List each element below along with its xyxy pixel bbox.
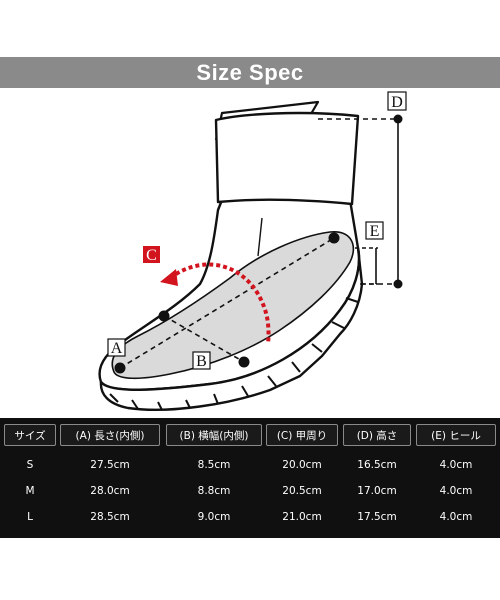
measure-line-b: [163, 315, 245, 363]
cell-size: S: [26, 459, 34, 471]
cell-heel: 4.0cm: [439, 485, 473, 497]
cell-height: 17.0cm: [357, 485, 397, 497]
header-width: (B) 横幅(内側): [166, 424, 262, 446]
boot-measurement-diagram: A B C D E: [98, 91, 407, 411]
header-height: (D) 高さ: [343, 424, 411, 446]
label-c: C: [146, 247, 157, 264]
size-spec-banner: Size Spec: [0, 57, 500, 88]
arc-c-arrowhead: [160, 269, 178, 286]
header-length: (A) 長さ(内側): [60, 424, 160, 446]
label-b: B: [196, 353, 207, 370]
boot-sole-lugs: [109, 297, 359, 411]
measure-a-start-dot: [114, 362, 126, 374]
label-d: D: [391, 94, 403, 111]
cell-instep: 20.5cm: [282, 485, 322, 497]
boot-side-seam: [257, 217, 263, 257]
cell-instep: 21.0cm: [282, 511, 322, 523]
label-c-box: [143, 246, 160, 263]
measure-d-top-dot: [393, 114, 403, 124]
cell-height: 16.5cm: [357, 459, 397, 471]
measure-b-start-dot: [158, 310, 170, 322]
boot-cuff: [214, 111, 360, 206]
cell-heel: 4.0cm: [439, 459, 473, 471]
label-e: E: [370, 223, 380, 240]
measure-b-end-dot: [238, 356, 250, 368]
measure-a-end-dot: [328, 232, 340, 244]
cell-heel: 4.0cm: [439, 511, 473, 523]
header-heel: (E) ヒール: [416, 424, 496, 446]
cell-size: M: [25, 485, 35, 497]
size-spec-table: サイズ (A) 長さ(内側) (B) 横幅(内側) (C) 甲周り (D) 高さ…: [0, 418, 500, 538]
table-header-row: サイズ (A) 長さ(内側) (B) 横幅(内側) (C) 甲周り (D) 高さ…: [0, 424, 500, 446]
label-b-box: [192, 351, 211, 370]
cell-width: 8.5cm: [197, 459, 231, 471]
cell-width: 9.0cm: [197, 511, 231, 523]
cell-size: L: [27, 511, 33, 523]
label-a: A: [111, 340, 123, 357]
table-row: L 28.5cm 9.0cm 21.0cm 17.5cm 4.0cm: [0, 508, 500, 526]
cell-length: 28.0cm: [90, 485, 130, 497]
measure-line-a: [119, 237, 335, 369]
table-row: M 28.0cm 8.8cm 20.5cm 17.0cm 4.0cm: [0, 482, 500, 500]
cell-length: 28.5cm: [90, 511, 130, 523]
cell-length: 27.5cm: [90, 459, 130, 471]
cell-instep: 20.0cm: [282, 459, 322, 471]
cell-width: 8.8cm: [197, 485, 231, 497]
label-e-box: [365, 221, 384, 240]
header-size: サイズ: [4, 424, 56, 446]
table-row: S 27.5cm 8.5cm 20.0cm 16.5cm 4.0cm: [0, 456, 500, 474]
label-a-box: [107, 338, 126, 357]
cell-height: 17.5cm: [357, 511, 397, 523]
header-instep: (C) 甲周り: [266, 424, 338, 446]
banner-title: Size Spec: [196, 59, 304, 85]
label-d-box: [387, 91, 407, 111]
measure-d-bottom-dot: [393, 279, 403, 289]
